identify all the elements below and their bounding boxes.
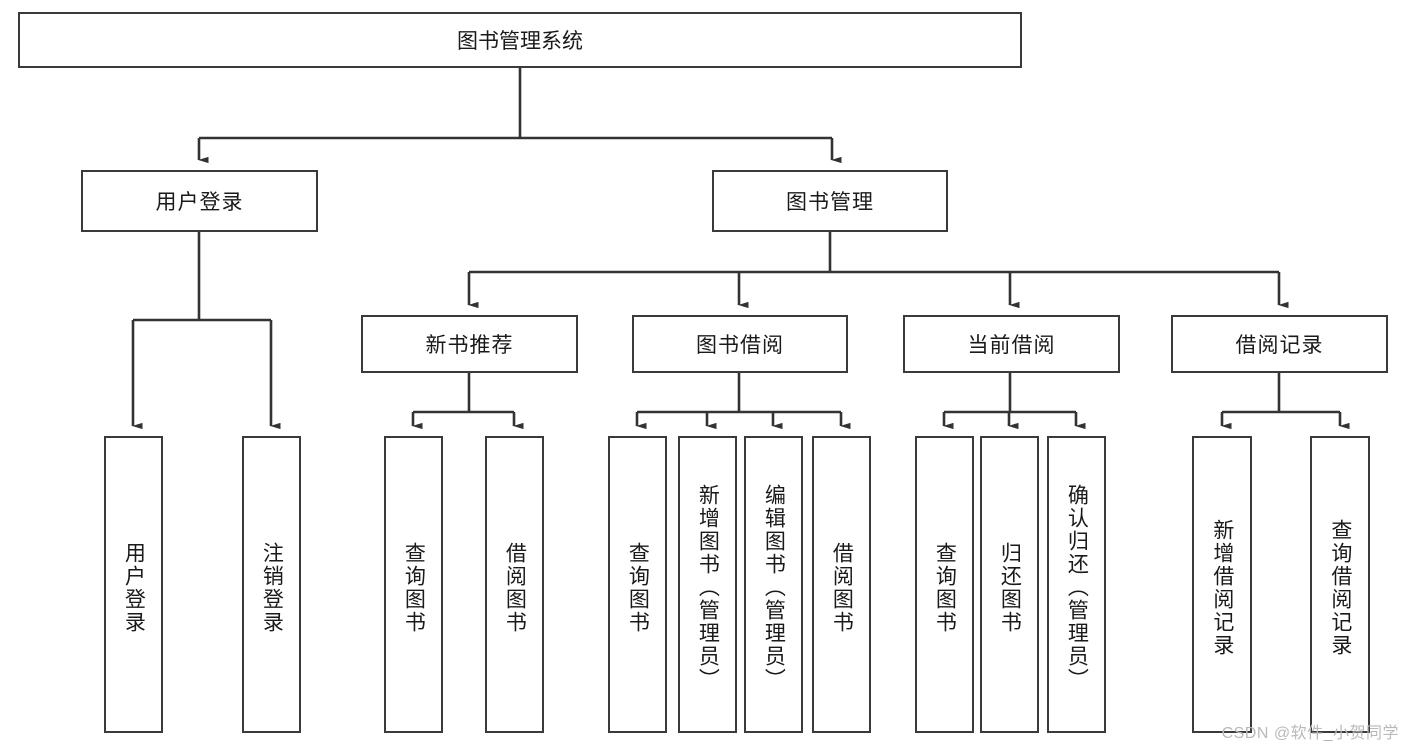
leaf-query-book-1[interactable]: 查询图书 — [384, 436, 443, 733]
leaf-query-book-3-label: 查询图书 — [933, 541, 957, 634]
node-book-borrow[interactable]: 图书借阅 — [632, 315, 848, 373]
leaf-query-book-2-label: 查询图书 — [626, 541, 650, 634]
node-borrow-record-label: 借阅记录 — [1235, 334, 1324, 357]
node-root-label: 图书管理系统 — [457, 30, 583, 53]
leaf-confirm-return-admin-label: 确认归还（管理员） — [1065, 484, 1089, 691]
leaf-logout-login[interactable]: 注销登录 — [242, 436, 301, 733]
node-current-borrow[interactable]: 当前借阅 — [903, 315, 1120, 373]
node-book-manage-label: 图书管理 — [786, 191, 874, 214]
leaf-user-login-label: 用户登录 — [122, 541, 146, 634]
node-new-book-rec[interactable]: 新书推荐 — [361, 315, 578, 373]
leaf-query-borrow-record-label: 查询借阅记录 — [1328, 518, 1352, 657]
leaf-return-book-label: 归还图书 — [998, 541, 1022, 634]
node-user-login[interactable]: 用户登录 — [81, 170, 318, 232]
leaf-user-login[interactable]: 用户登录 — [104, 436, 163, 733]
node-current-borrow-label: 当前借阅 — [967, 334, 1056, 357]
node-borrow-record[interactable]: 借阅记录 — [1171, 315, 1388, 373]
leaf-logout-login-label: 注销登录 — [260, 541, 284, 634]
leaf-return-book[interactable]: 归还图书 — [980, 436, 1039, 733]
leaf-query-book-1-label: 查询图书 — [402, 541, 426, 634]
node-book-manage[interactable]: 图书管理 — [712, 170, 948, 232]
node-user-login-label: 用户登录 — [155, 191, 244, 214]
leaf-borrow-book-1-label: 借阅图书 — [503, 541, 527, 634]
leaf-borrow-book-2-label: 借阅图书 — [830, 541, 854, 634]
leaf-query-borrow-record[interactable]: 查询借阅记录 — [1310, 436, 1370, 733]
watermark: CSDN @软件_小贺同学 — [1221, 725, 1399, 742]
leaf-query-book-2[interactable]: 查询图书 — [608, 436, 667, 733]
leaf-edit-book-admin[interactable]: 编辑图书（管理员） — [744, 436, 803, 733]
node-book-borrow-label: 图书借阅 — [696, 334, 784, 357]
leaf-borrow-book-1[interactable]: 借阅图书 — [485, 436, 544, 733]
leaf-add-borrow-record-label: 新增借阅记录 — [1210, 518, 1234, 657]
leaf-add-book-admin-label: 新增图书（管理员） — [696, 484, 720, 691]
leaf-borrow-book-2[interactable]: 借阅图书 — [812, 436, 871, 733]
leaf-add-borrow-record[interactable]: 新增借阅记录 — [1192, 436, 1252, 733]
node-new-book-rec-label: 新书推荐 — [425, 334, 514, 357]
leaf-add-book-admin[interactable]: 新增图书（管理员） — [678, 436, 737, 733]
leaf-confirm-return-admin[interactable]: 确认归还（管理员） — [1047, 436, 1106, 733]
leaf-edit-book-admin-label: 编辑图书（管理员） — [762, 484, 786, 691]
node-root[interactable]: 图书管理系统 — [18, 12, 1022, 68]
leaf-query-book-3[interactable]: 查询图书 — [915, 436, 974, 733]
